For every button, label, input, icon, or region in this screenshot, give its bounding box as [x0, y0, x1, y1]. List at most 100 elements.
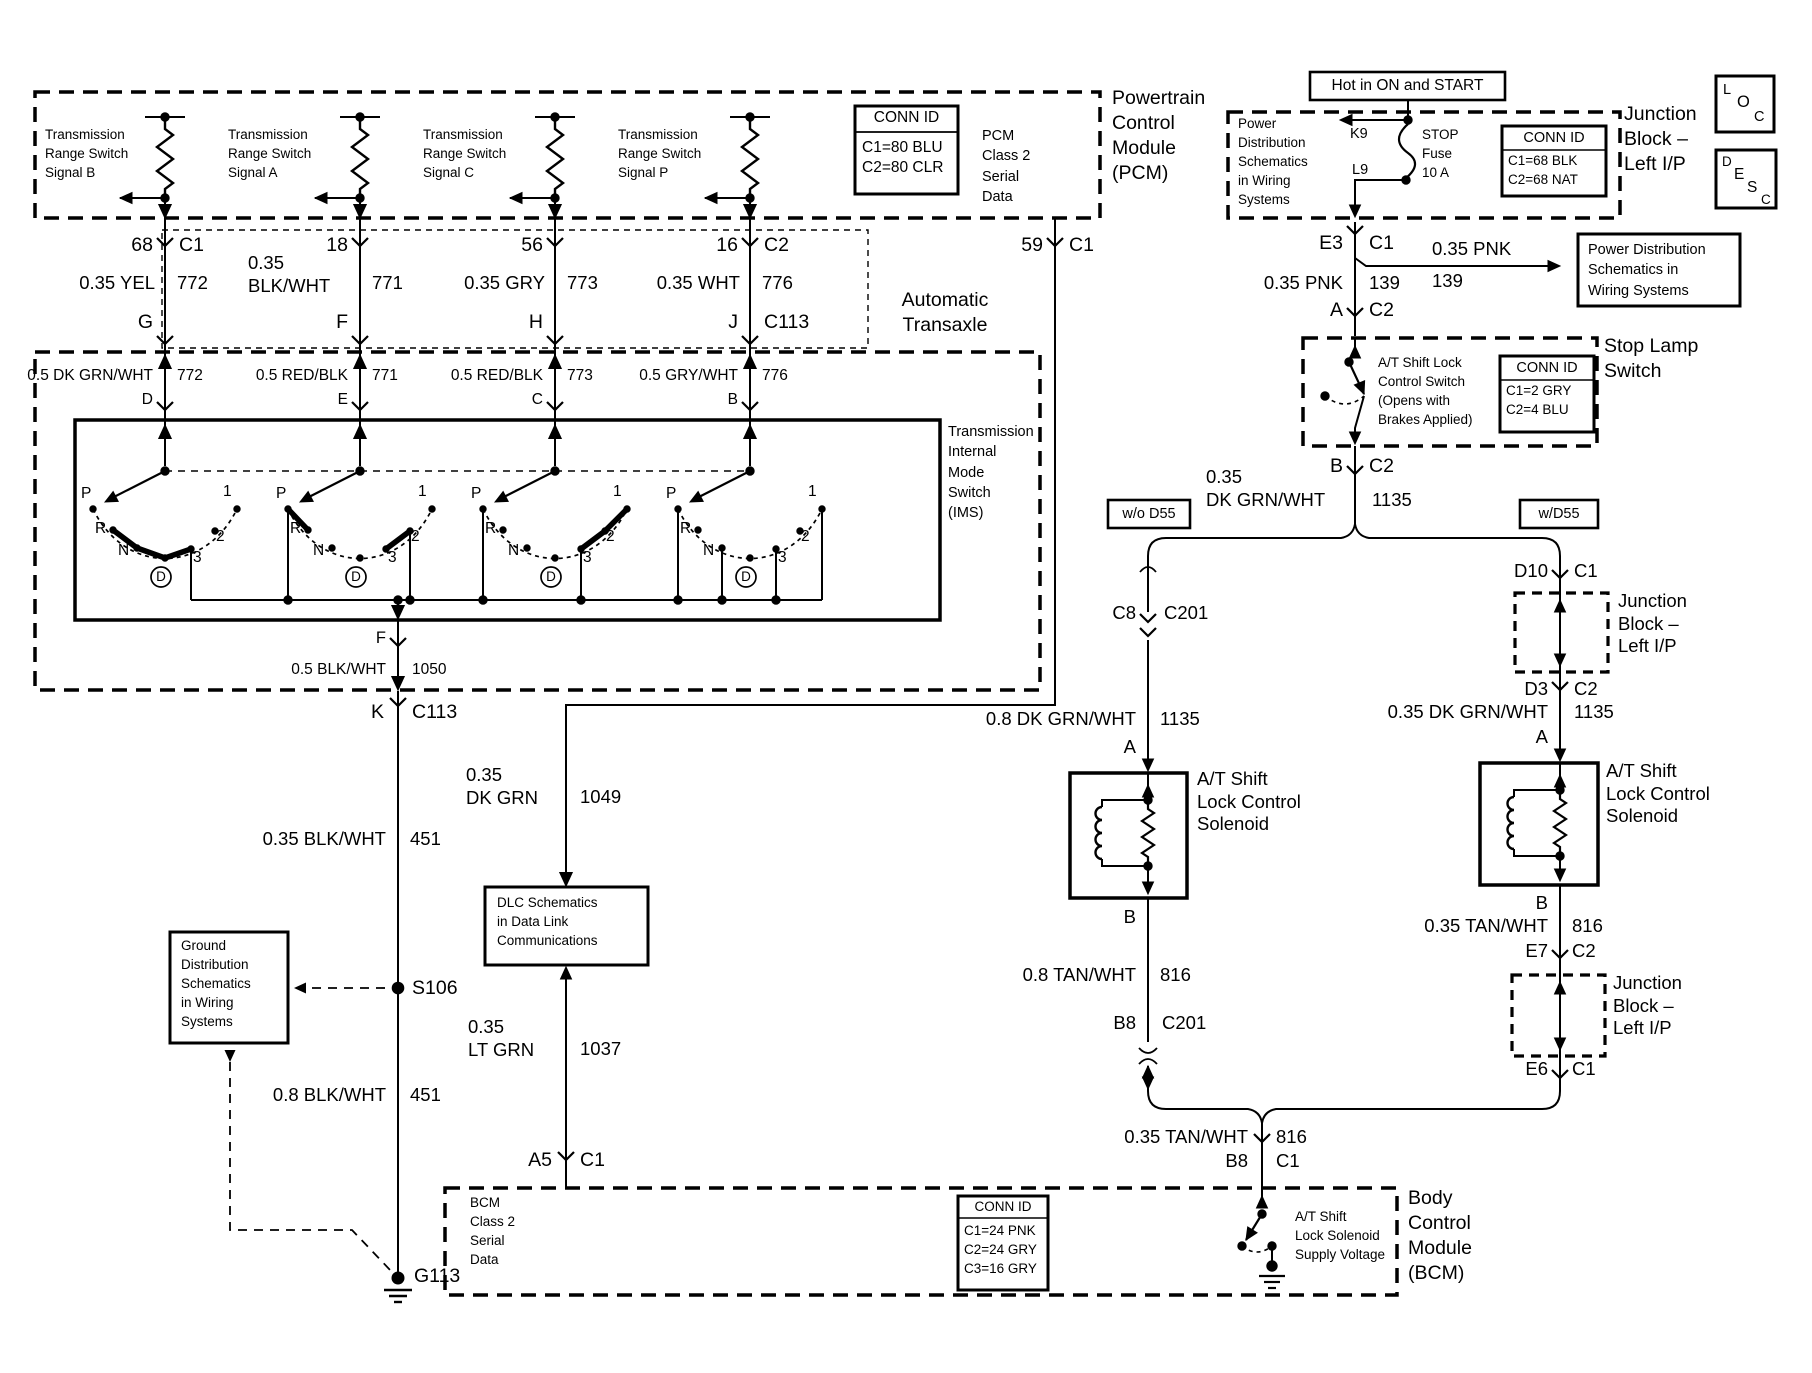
tx-circuit-771: 771 [372, 367, 398, 384]
ims2-pos-3: 3 [388, 549, 397, 566]
desc-letter-d: D [1722, 154, 1732, 169]
power-dist-ref-box [1576, 232, 1742, 308]
power-dist-ref-label: Power Distribution Schematics in Wiring … [1588, 242, 1706, 299]
ims-output-wire [388, 600, 408, 1278]
jb1-label: Junction Block – Left I/P [1618, 590, 1687, 657]
tag-w-d55: w/D55 [1538, 506, 1580, 522]
fuse-connid-header: CONN ID [1523, 130, 1585, 146]
stoplamp-feed-wire [1345, 222, 1561, 336]
ims3-pos-3: 3 [583, 549, 592, 566]
bcm-switch-label: A/T Shift Lock Solenoid Supply Voltage [1295, 1209, 1386, 1262]
tx-gauge-b: 0.5 GRY/WHT [639, 367, 738, 384]
desc-letter-s: S [1747, 179, 1758, 196]
circuit-451a: 451 [410, 828, 441, 849]
tx-circuit-773: 773 [567, 367, 593, 384]
conn-c1-merge: C1 [1276, 1150, 1300, 1171]
hot-feed [1308, 70, 1507, 218]
hot-label: Hot in ON and START [1331, 77, 1484, 94]
ground-run [384, 981, 412, 1304]
gauge-pnk: 0.35 PNK [1263, 272, 1343, 293]
ground-ref-label: Ground Distribution Schematics in Wiring… [181, 938, 251, 1029]
ims2-pos-r: R [290, 520, 302, 537]
circuit-771: 771 [372, 272, 403, 293]
tx-terminal-e: E [337, 391, 348, 408]
left-branch [1068, 556, 1189, 1091]
jb2-label: Junction Block – Left I/P [1613, 972, 1682, 1039]
pin-68: 68 [131, 234, 153, 256]
gauge-1050: 0.5 BLK/WHT [291, 661, 386, 678]
pin-e3: E3 [1319, 232, 1343, 254]
tx-gauge-d: 0.5 DK GRN/WHT [27, 367, 153, 384]
junction-block-label: Junction Block – Left I/P [1624, 103, 1697, 175]
right-branch [1478, 556, 1610, 1091]
gauge-gry: 0.35 GRY [464, 272, 545, 293]
solenoid-label-l: A/T Shift Lock Control Solenoid [1197, 768, 1301, 835]
desc-letter-c: C [1761, 192, 1771, 207]
pin-d10: D10 [1514, 560, 1548, 581]
pin-b8-l: B8 [1113, 1012, 1136, 1033]
pin-59: 59 [1021, 234, 1043, 256]
circuit-451b: 451 [410, 1084, 441, 1105]
conn-c2-e7: C2 [1572, 940, 1596, 961]
ims3-pos-2: 2 [606, 528, 615, 545]
circuit-773: 773 [567, 272, 598, 293]
stoplamp-box [1301, 336, 1599, 448]
ims-switches [89, 466, 826, 605]
pcm-box [33, 90, 1102, 220]
conn-c1-e6: C1 [1572, 1058, 1596, 1079]
terminal-j: J [728, 311, 738, 333]
pin-a5: A5 [528, 1149, 552, 1171]
conn-c2-sl: C2 [1369, 455, 1394, 477]
tx-terminal-d: D [141, 391, 153, 408]
tag-wo-d55: w/o D55 [1122, 506, 1176, 522]
ims3-pos-n: N [508, 542, 520, 559]
conn-c113: C113 [764, 311, 810, 333]
signal-wires [155, 197, 760, 466]
loc-desc-tags [1714, 74, 1778, 210]
conn-c1-d10: C1 [1574, 560, 1598, 581]
branch-gauge-pnk: 0.35 PNK [1432, 238, 1512, 259]
ims1-pos-1: 1 [223, 483, 232, 500]
pcm-class2-label: PCM Class 2 Serial Data [982, 128, 1031, 205]
tx-circuit-776: 776 [762, 367, 788, 384]
conn-c113-k: C113 [412, 701, 458, 723]
pin-e6: E6 [1525, 1058, 1548, 1079]
gauge-035-dkgrnwht: 0.35 DK GRN/WHT [1387, 701, 1548, 722]
bcm-connid-header: CONN ID [974, 1199, 1032, 1214]
ims3-pos-r: R [485, 520, 497, 537]
ims2-pos-2: 2 [411, 528, 420, 545]
circuit-776: 776 [762, 272, 793, 293]
ims1-pos-r: R [95, 520, 107, 537]
gauge-dkgrn: 0.35 DK GRN [466, 764, 538, 808]
transaxle-label: Automatic Transaxle [901, 289, 989, 336]
conn-c201a: C201 [1164, 602, 1209, 623]
sl-switch-label: A/T Shift Lock Control Switch (Opens wit… [1378, 355, 1473, 427]
ims-label: Transmission Internal Mode Switch (IMS) [948, 424, 1034, 522]
ims1-pos-3: 3 [193, 549, 202, 566]
ims1-pos-d: D [156, 569, 166, 584]
fuse-connid-rows: C1=68 BLK C2=68 NAT [1508, 153, 1578, 187]
c113-connector-outline [161, 229, 869, 349]
circuit-1135-l: 1135 [1160, 708, 1200, 729]
ims4-pos-3: 3 [778, 549, 787, 566]
pin-d3: D3 [1524, 678, 1548, 699]
pin-56: 56 [521, 234, 543, 256]
pcm-module-label: Powertrain Control Module (PCM) [1112, 87, 1206, 184]
gauge-dkgrnwht-sl: 0.35 DK GRN/WHT [1206, 466, 1326, 510]
signal-label-c: Transmission Range Switch Signal C [423, 127, 507, 180]
tx-terminal-b: B [727, 391, 738, 408]
pin-b-sl: B [1329, 455, 1343, 477]
ims2-pos-d: D [351, 569, 361, 584]
pin-a: A [1329, 299, 1343, 321]
ims4-pos-n: N [703, 542, 715, 559]
terminal-b-l: B [1123, 906, 1136, 927]
serial-data-wire [559, 218, 1065, 886]
pin-c8: C8 [1112, 602, 1136, 623]
gauge-yel: 0.35 YEL [79, 272, 155, 293]
gauge-blkwht: 0.35 BLK/WHT [248, 252, 331, 296]
terminal-h: H [528, 311, 543, 333]
gauge-035-blkwht: 0.35 BLK/WHT [262, 828, 386, 849]
pcm-connid-rows: C1=80 BLU C2=80 CLR [862, 139, 944, 177]
ims3-pos-1: 1 [613, 483, 622, 500]
ims4-pos-r: R [680, 520, 692, 537]
